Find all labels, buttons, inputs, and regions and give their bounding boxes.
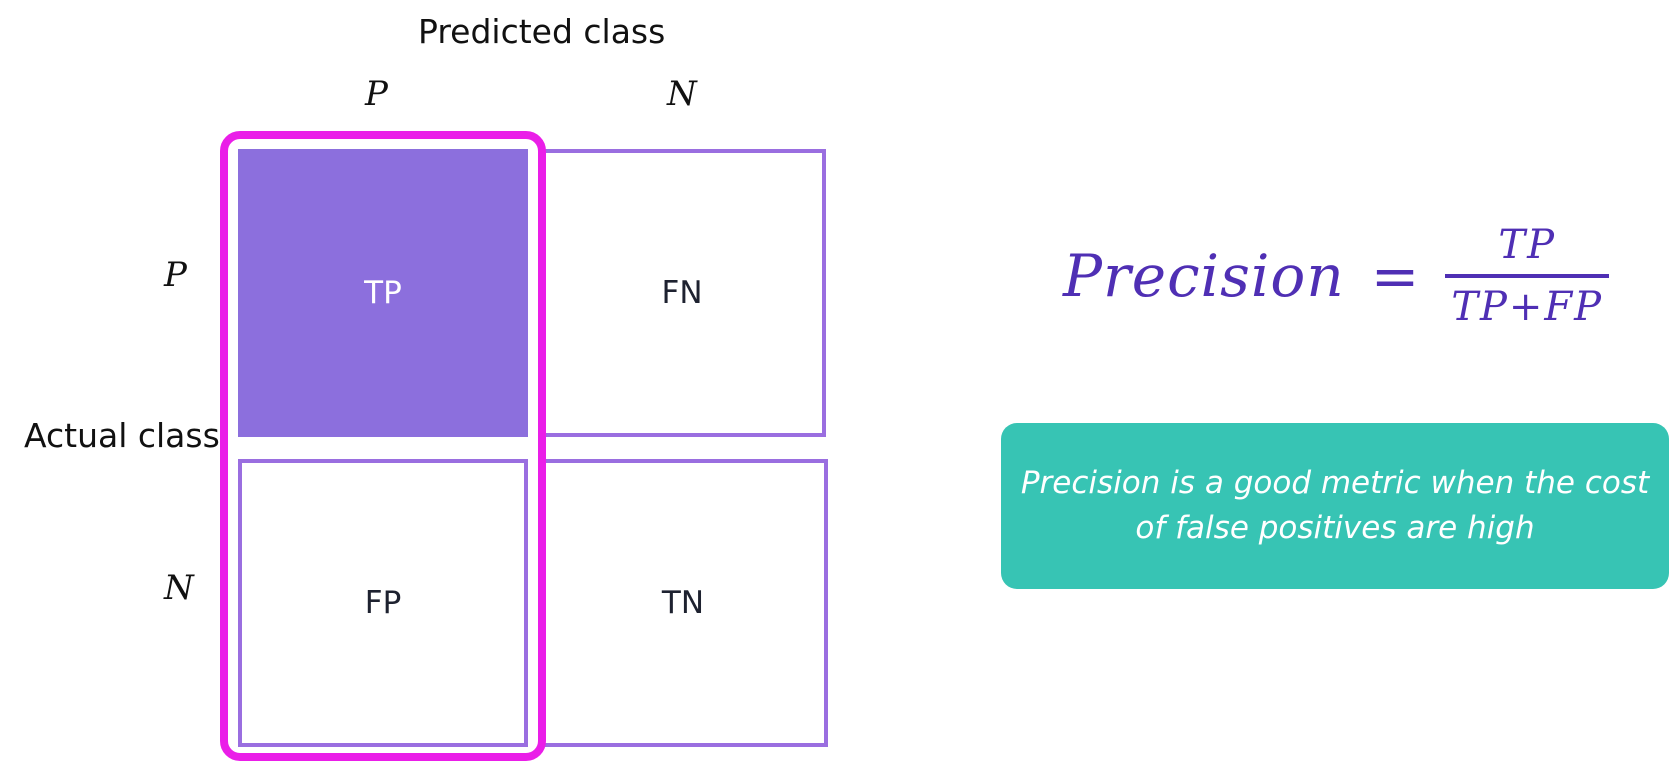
actual-class-header: Actual class	[24, 416, 220, 455]
formula-equals: =	[1370, 242, 1420, 310]
precision-formula: Precision = TP TP+FP	[1063, 222, 1610, 330]
precision-note-text: Precision is a good metric when the cost…	[1021, 461, 1649, 551]
formula-denominator: TP+FP	[1451, 284, 1604, 330]
predicted-positive-label: P	[365, 74, 388, 114]
cell-tp-label: TP	[364, 275, 402, 311]
predicted-negative-label: N	[667, 74, 697, 114]
predicted-positive-column-highlight	[220, 131, 546, 761]
formula-lhs: Precision	[1063, 242, 1345, 310]
formula-fraction: TP TP+FP	[1445, 222, 1610, 330]
cell-fn-label: FN	[661, 275, 703, 311]
predicted-class-header: Predicted class	[418, 12, 666, 51]
cell-false-positive: FP	[238, 459, 528, 747]
cell-true-positive: TP	[238, 149, 528, 437]
note-line-2: of false positives are high	[1135, 510, 1535, 546]
formula-numerator: TP	[1498, 222, 1556, 268]
precision-note-box: Precision is a good metric when the cost…	[1001, 423, 1669, 589]
cell-true-negative: TN	[538, 459, 828, 747]
actual-positive-label: P	[164, 255, 187, 295]
actual-negative-label: N	[164, 568, 194, 608]
cell-fp-label: FP	[364, 585, 402, 621]
cell-false-negative: FN	[538, 149, 826, 437]
note-line-1: Precision is a good metric when the cost	[1020, 465, 1650, 501]
cell-tn-label: TN	[661, 585, 705, 621]
fraction-bar	[1445, 274, 1610, 278]
